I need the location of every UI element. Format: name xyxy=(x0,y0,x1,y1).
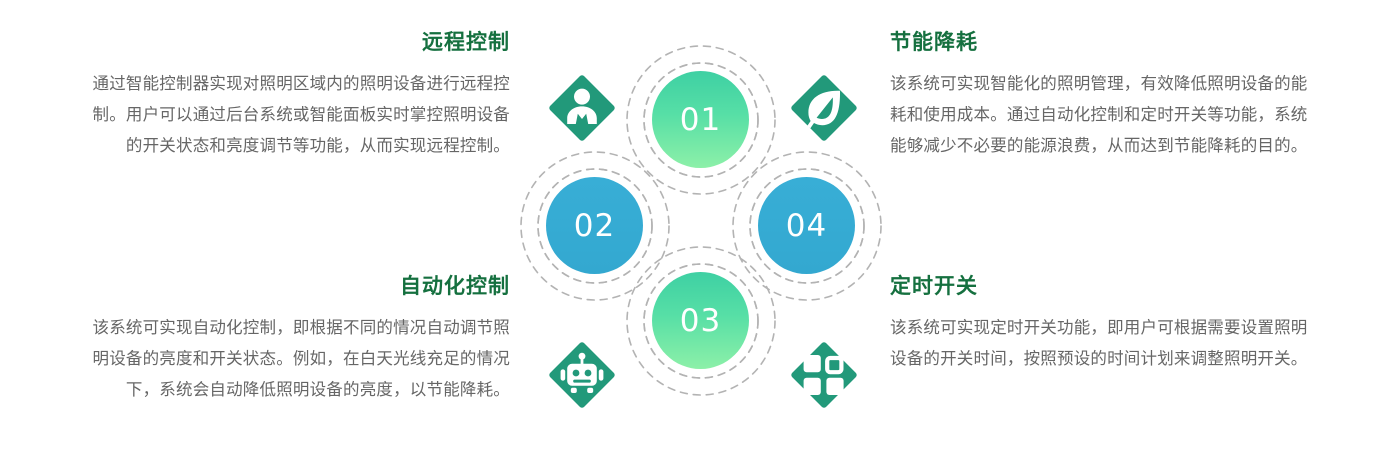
node-number-01: 01 xyxy=(679,101,722,138)
diamond-badge-grid[interactable] xyxy=(790,341,858,409)
panel-title-timed-switch: 定时开关 xyxy=(890,275,978,298)
panel-automation-control: 自动化控制 该系统可实现自动化控制，即根据不同的情况自动调节照明设备的亮度和开关… xyxy=(80,274,510,406)
node-number-02: 02 xyxy=(573,207,616,244)
center-diagram: 01 02 03 04 xyxy=(500,22,902,442)
inner-ring-02-top xyxy=(537,168,653,284)
panel-body-energy-saving: 该系统可实现智能化的照明管理，有效降低照明设备的能耗和使用成本。通过自动化控制和… xyxy=(890,75,1308,156)
panel-title-energy-saving: 节能降耗 xyxy=(890,31,978,54)
node-circle-03[interactable]: 03 xyxy=(652,272,749,369)
node-number-04: 04 xyxy=(785,207,828,244)
panel-body-timed-switch: 该系统可实现定时开关功能，即用户可根据需要设置照明设备的开关时间，按照预设的时间… xyxy=(890,319,1308,369)
panel-body-remote-control: 通过智能控制器实现对照明区域内的照明设备进行远程控制。用户可以通过后台系统或智能… xyxy=(92,75,510,156)
panel-timed-switch: 定时开关 该系统可实现定时开关功能，即用户可根据需要设置照明设备的开关时间，按照… xyxy=(890,274,1320,375)
node-number-03: 03 xyxy=(679,302,722,339)
person-icon xyxy=(558,84,606,132)
node-circle-04[interactable]: 04 xyxy=(758,177,855,274)
leaf-icon xyxy=(800,84,848,132)
diamond-badge-person[interactable] xyxy=(548,74,616,142)
panel-body-automation-control: 该系统可实现自动化控制，即根据不同的情况自动调节照明设备的亮度和开关状态。例如，… xyxy=(92,319,510,400)
inner-ring-04-top xyxy=(749,168,865,284)
diamond-badge-leaf[interactable] xyxy=(790,74,858,142)
panel-title-remote-control: 远程控制 xyxy=(422,31,510,54)
inner-ring-03-top xyxy=(643,263,759,379)
node-circle-02[interactable]: 02 xyxy=(546,177,643,274)
outer-ring-04 xyxy=(732,151,882,301)
node-circle-01[interactable]: 01 xyxy=(652,71,749,168)
panel-title-automation-control: 自动化控制 xyxy=(400,275,510,298)
panel-remote-control: 远程控制 通过智能控制器实现对照明区域内的照明设备进行远程控制。用户可以通过后台… xyxy=(80,30,510,162)
inner-ring-01-top xyxy=(643,62,759,178)
panel-energy-saving: 节能降耗 该系统可实现智能化的照明管理，有效降低照明设备的能耗和使用成本。通过自… xyxy=(890,30,1320,162)
diamond-badge-robot[interactable] xyxy=(548,341,616,409)
outer-ring-03 xyxy=(626,246,776,396)
outer-ring-01 xyxy=(626,45,776,195)
outer-ring-02 xyxy=(520,151,670,301)
robot-icon xyxy=(558,351,606,399)
grid-icon xyxy=(800,351,848,399)
